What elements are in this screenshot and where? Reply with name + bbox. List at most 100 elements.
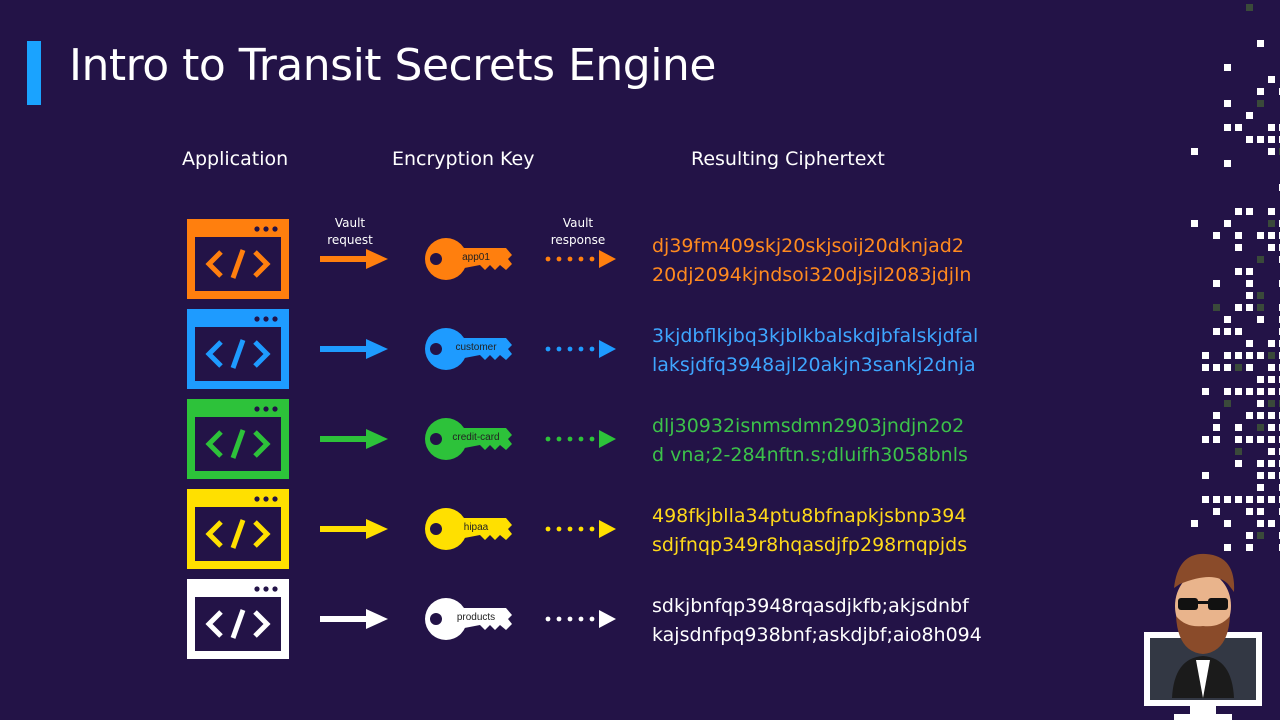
pixel-square	[1213, 412, 1220, 419]
request-arrow-icon	[320, 519, 388, 539]
pixel-square	[1257, 460, 1264, 467]
pixel-square	[1191, 220, 1198, 227]
key-name-label: products	[457, 612, 495, 623]
pixel-square	[1213, 496, 1220, 503]
pixel-square	[1224, 496, 1231, 503]
response-dotted-arrow-icon	[545, 250, 616, 268]
pixel-square	[1268, 460, 1275, 467]
pixel-square	[1224, 352, 1231, 359]
pixel-square	[1246, 112, 1253, 119]
pixel-square	[1268, 376, 1275, 383]
pixel-square	[1257, 484, 1264, 491]
ciphertext-line: sdjfnqp349r8hqasdjfp298rnqpjds	[652, 534, 968, 556]
pixel-square	[1202, 364, 1209, 371]
pixel-square	[1191, 520, 1198, 527]
pixel-square	[1268, 364, 1275, 371]
pixel-square	[1268, 436, 1275, 443]
request-arrow-icon	[320, 429, 388, 449]
pixel-square	[1246, 352, 1253, 359]
key-name-label: app01	[462, 252, 490, 263]
ciphertext: sdkjbnfqp3948rqasdjkfb;akjsdnbf kajsdnfp…	[652, 592, 982, 650]
pixel-square	[1224, 520, 1231, 527]
pixel-square	[1246, 544, 1253, 551]
ciphertext: dlj30932isnmsdmn2903jndjn2o2 d vna;2-284…	[652, 412, 968, 470]
pixel-square	[1202, 352, 1209, 359]
pixel-square	[1246, 496, 1253, 503]
request-arrow-icon	[320, 339, 388, 359]
pixel-square	[1235, 304, 1242, 311]
pixel-square	[1246, 292, 1253, 299]
pixel-square	[1202, 436, 1209, 443]
pixel-square	[1268, 76, 1275, 83]
pixel-square	[1257, 352, 1264, 359]
application-code-icon	[187, 399, 289, 479]
application-code-icon	[187, 489, 289, 569]
pixel-pattern-decoration	[1191, 4, 1280, 551]
encryption-key-icon: customer	[425, 328, 512, 370]
pixel-square	[1213, 232, 1220, 239]
vault-request-label: Vault request	[327, 216, 373, 247]
pixel-square	[1224, 364, 1231, 371]
slide-title: Intro to Transit Secrets Engine	[69, 40, 716, 91]
pixel-square	[1235, 352, 1242, 359]
ciphertext-line: 20dj2094kjndsoi320djsjl2083jdjln	[652, 264, 972, 286]
pixel-square	[1224, 316, 1231, 323]
request-arrow-icon	[320, 609, 388, 629]
pixel-square	[1246, 208, 1253, 215]
pixel-square	[1257, 232, 1264, 239]
pixel-square	[1268, 352, 1275, 359]
pixel-square	[1257, 388, 1264, 395]
ciphertext-line: laksjdfq3948ajl20akjn3sankj2dnja	[652, 354, 976, 376]
pixel-square	[1235, 328, 1242, 335]
mapping-row-credit-card: credit-card dlj30932isnmsdmn2903jndjn2o2…	[0, 399, 1100, 479]
pixel-square	[1224, 328, 1231, 335]
pixel-square	[1268, 136, 1275, 143]
column-header-ciphertext: Resulting Ciphertext	[691, 148, 885, 170]
pixel-square	[1246, 388, 1253, 395]
encryption-key-icon: app01	[425, 238, 512, 280]
pixel-square	[1268, 412, 1275, 419]
pixel-square	[1268, 388, 1275, 395]
pixel-square	[1246, 4, 1253, 11]
request-arrow-icon	[320, 249, 388, 269]
ciphertext-line: sdkjbnfqp3948rqasdjkfb;akjsdnbf	[652, 595, 969, 617]
pixel-square	[1213, 328, 1220, 335]
pixel-square	[1246, 340, 1253, 347]
pixel-square	[1235, 268, 1242, 275]
pixel-square	[1257, 40, 1264, 47]
mapping-row-hipaa: hipaa 498fkjblla34ptu8bfnapkjsbnp394 sdj…	[0, 489, 1100, 569]
pixel-square	[1213, 304, 1220, 311]
pixel-square	[1268, 496, 1275, 503]
pixel-square	[1257, 508, 1264, 515]
pixel-square	[1213, 436, 1220, 443]
application-code-icon	[187, 579, 289, 659]
pixel-square	[1213, 280, 1220, 287]
pixel-square	[1246, 280, 1253, 287]
pixel-square	[1202, 496, 1209, 503]
pixel-square	[1257, 292, 1264, 299]
pixel-square	[1268, 208, 1275, 215]
pixel-square	[1268, 400, 1275, 407]
response-dotted-arrow-icon	[545, 520, 616, 538]
pixel-square	[1224, 160, 1231, 167]
key-name-label: customer	[455, 342, 497, 353]
pixel-square	[1246, 304, 1253, 311]
mapping-row-app01: app01 dj39fm409skj20skjsoij20dknjad2 20d…	[0, 219, 1100, 299]
pixel-square	[1257, 520, 1264, 527]
pixel-square	[1246, 436, 1253, 443]
pixel-square	[1235, 232, 1242, 239]
mapping-row-products: products sdkjbnfqp3948rqasdjkfb;akjsdnbf…	[0, 579, 1100, 659]
ciphertext-line: dlj30932isnmsdmn2903jndjn2o2	[652, 415, 965, 437]
pixel-square	[1202, 472, 1209, 479]
pixel-square	[1235, 388, 1242, 395]
pixel-square	[1235, 364, 1242, 371]
pixel-square	[1235, 124, 1242, 131]
key-name-label: credit-card	[452, 432, 499, 443]
pixel-square	[1224, 64, 1231, 71]
pixel-square	[1191, 148, 1198, 155]
pixel-square	[1257, 100, 1264, 107]
pixel-square	[1257, 436, 1264, 443]
application-code-icon	[187, 219, 289, 299]
pixel-square	[1224, 124, 1231, 131]
pixel-square	[1213, 364, 1220, 371]
